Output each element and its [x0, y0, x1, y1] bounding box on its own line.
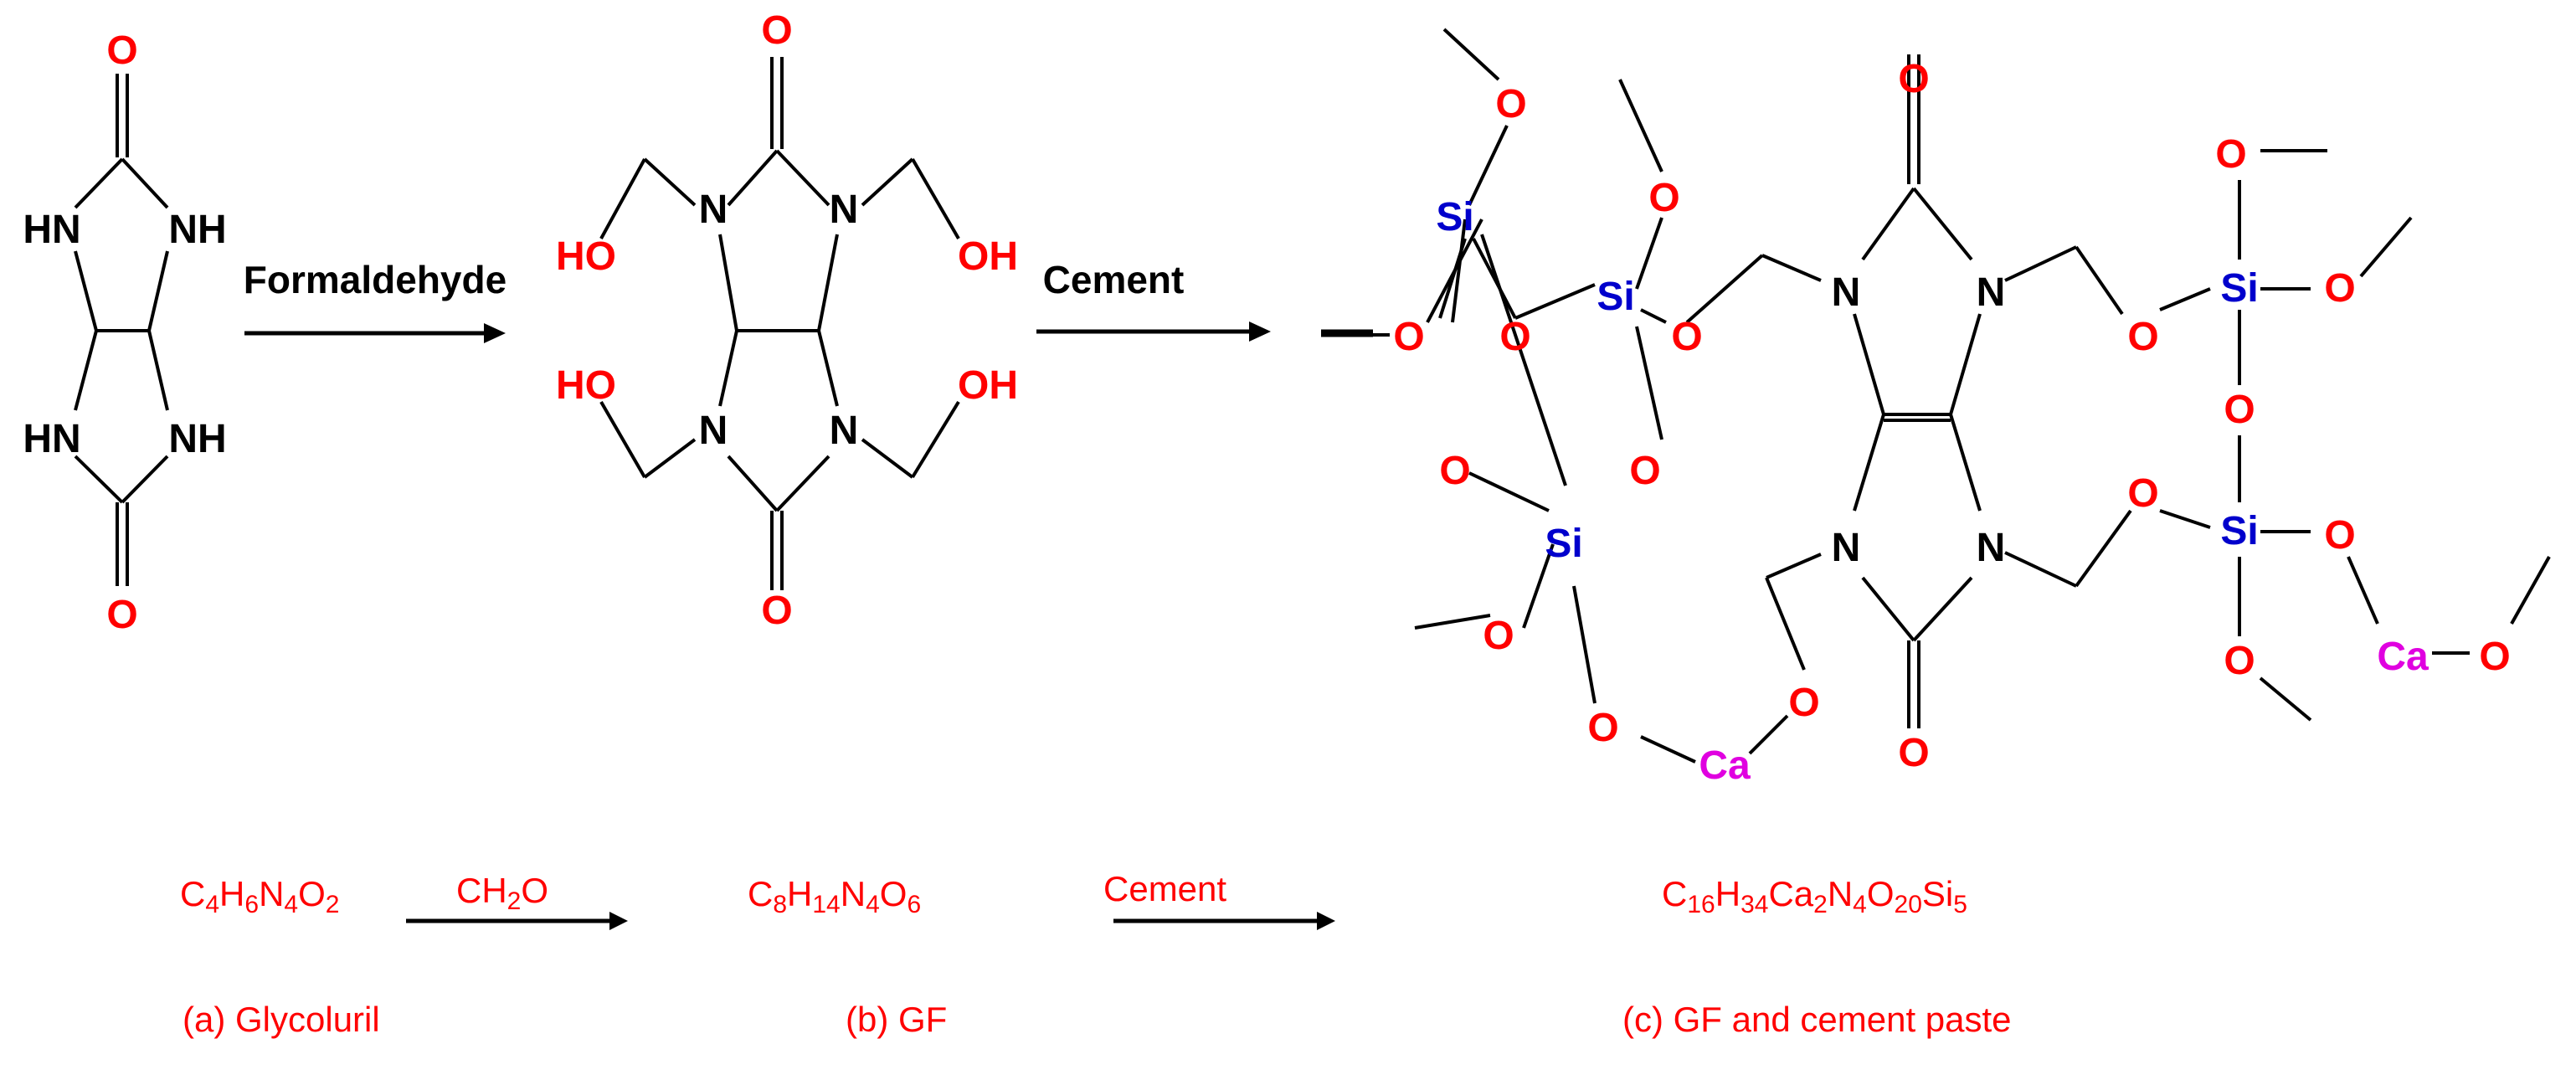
atom-o: O: [1648, 176, 1679, 220]
step2-arrow: Cement: [1036, 258, 1271, 342]
glycoluril-structure: O HN NH HN NH O: [23, 28, 226, 637]
atom-ho: HO: [556, 363, 616, 408]
atom-n: N: [1977, 270, 2006, 315]
atom-o: O: [2127, 315, 2158, 359]
atom-o: O: [1671, 315, 1702, 359]
atom-n: N: [699, 188, 728, 232]
atom-o: O: [1393, 315, 1424, 359]
atom-hn: HN: [23, 417, 80, 461]
atom-o: O: [106, 28, 137, 73]
atom-o: O: [1898, 731, 1929, 775]
paste-structure: O Si O O Si O O O O Si O O Ca O O N N N …: [1321, 28, 2551, 788]
atom-n: N: [830, 188, 859, 232]
atom-oh: OH: [958, 234, 1018, 279]
atom-o: O: [1499, 315, 1530, 359]
atom-n: N: [1977, 526, 2006, 570]
atom-n: N: [830, 409, 859, 453]
formula-reagent1: CH2O: [456, 871, 548, 915]
atom-o: O: [761, 8, 792, 53]
atom-o: O: [1898, 57, 1929, 101]
atom-si: Si: [1436, 195, 1473, 239]
step1-arrow: Formaldehyde: [244, 258, 506, 343]
gf-bonds: [599, 57, 960, 590]
atom-si: Si: [1545, 522, 1582, 566]
atom-n: N: [1832, 270, 1861, 315]
atom-o: O: [2215, 132, 2246, 177]
atom-o: O: [2127, 471, 2158, 516]
atom-si: Si: [2220, 266, 2258, 311]
glycoluril-bonds: [74, 74, 169, 586]
label-a: (a) Glycoluril: [183, 1000, 380, 1039]
atom-o: O: [1495, 82, 1526, 126]
formula-paste: C16H34Ca2N4O20Si5: [1662, 874, 1967, 918]
atom-o: O: [2224, 639, 2255, 683]
atom-ho: HO: [556, 234, 616, 279]
label-b: (b) GF: [846, 1000, 947, 1039]
step1-reagent-label: Formaldehyde: [244, 258, 506, 301]
label-c: (c) GF and cement paste: [1622, 1000, 2012, 1039]
atom-o: O: [2324, 266, 2355, 311]
formula-gf: C8H14N4O6: [748, 874, 921, 918]
atom-hn: HN: [23, 208, 80, 252]
atom-n: N: [699, 409, 728, 453]
atom-ca: Ca: [1699, 743, 1751, 788]
atom-si: Si: [2220, 509, 2258, 553]
formula-row: C4H6N4O2 CH2O C8H14N4O6 Cement C16H34Ca2…: [180, 869, 1967, 930]
atom-o: O: [2324, 513, 2355, 558]
paste-bonds: [1323, 28, 2551, 764]
atom-n: N: [1832, 526, 1861, 570]
atom-o: O: [1629, 449, 1660, 493]
formula-glycoluril: C4H6N4O2: [180, 874, 339, 918]
atom-si: Si: [1597, 275, 1634, 319]
atom-oh: OH: [958, 363, 1018, 408]
atom-o: O: [1439, 449, 1470, 493]
atom-o: O: [2479, 635, 2510, 679]
atom-o: O: [2224, 388, 2255, 432]
formula-reagent2: Cement: [1103, 869, 1226, 908]
step2-reagent-label: Cement: [1043, 258, 1185, 301]
atom-o: O: [106, 593, 137, 637]
atom-ca: Ca: [2377, 635, 2429, 679]
caption-row: (a) Glycoluril (b) GF (c) GF and cement …: [183, 1000, 2012, 1039]
atom-nh: NH: [168, 208, 226, 252]
gf-structure: O N N N N O HO OH HO OH: [556, 8, 1018, 633]
atom-o: O: [761, 589, 792, 633]
atom-o: O: [1788, 681, 1819, 725]
atom-o: O: [1587, 706, 1618, 750]
atom-nh: NH: [168, 417, 226, 461]
atom-o: O: [1483, 614, 1514, 658]
